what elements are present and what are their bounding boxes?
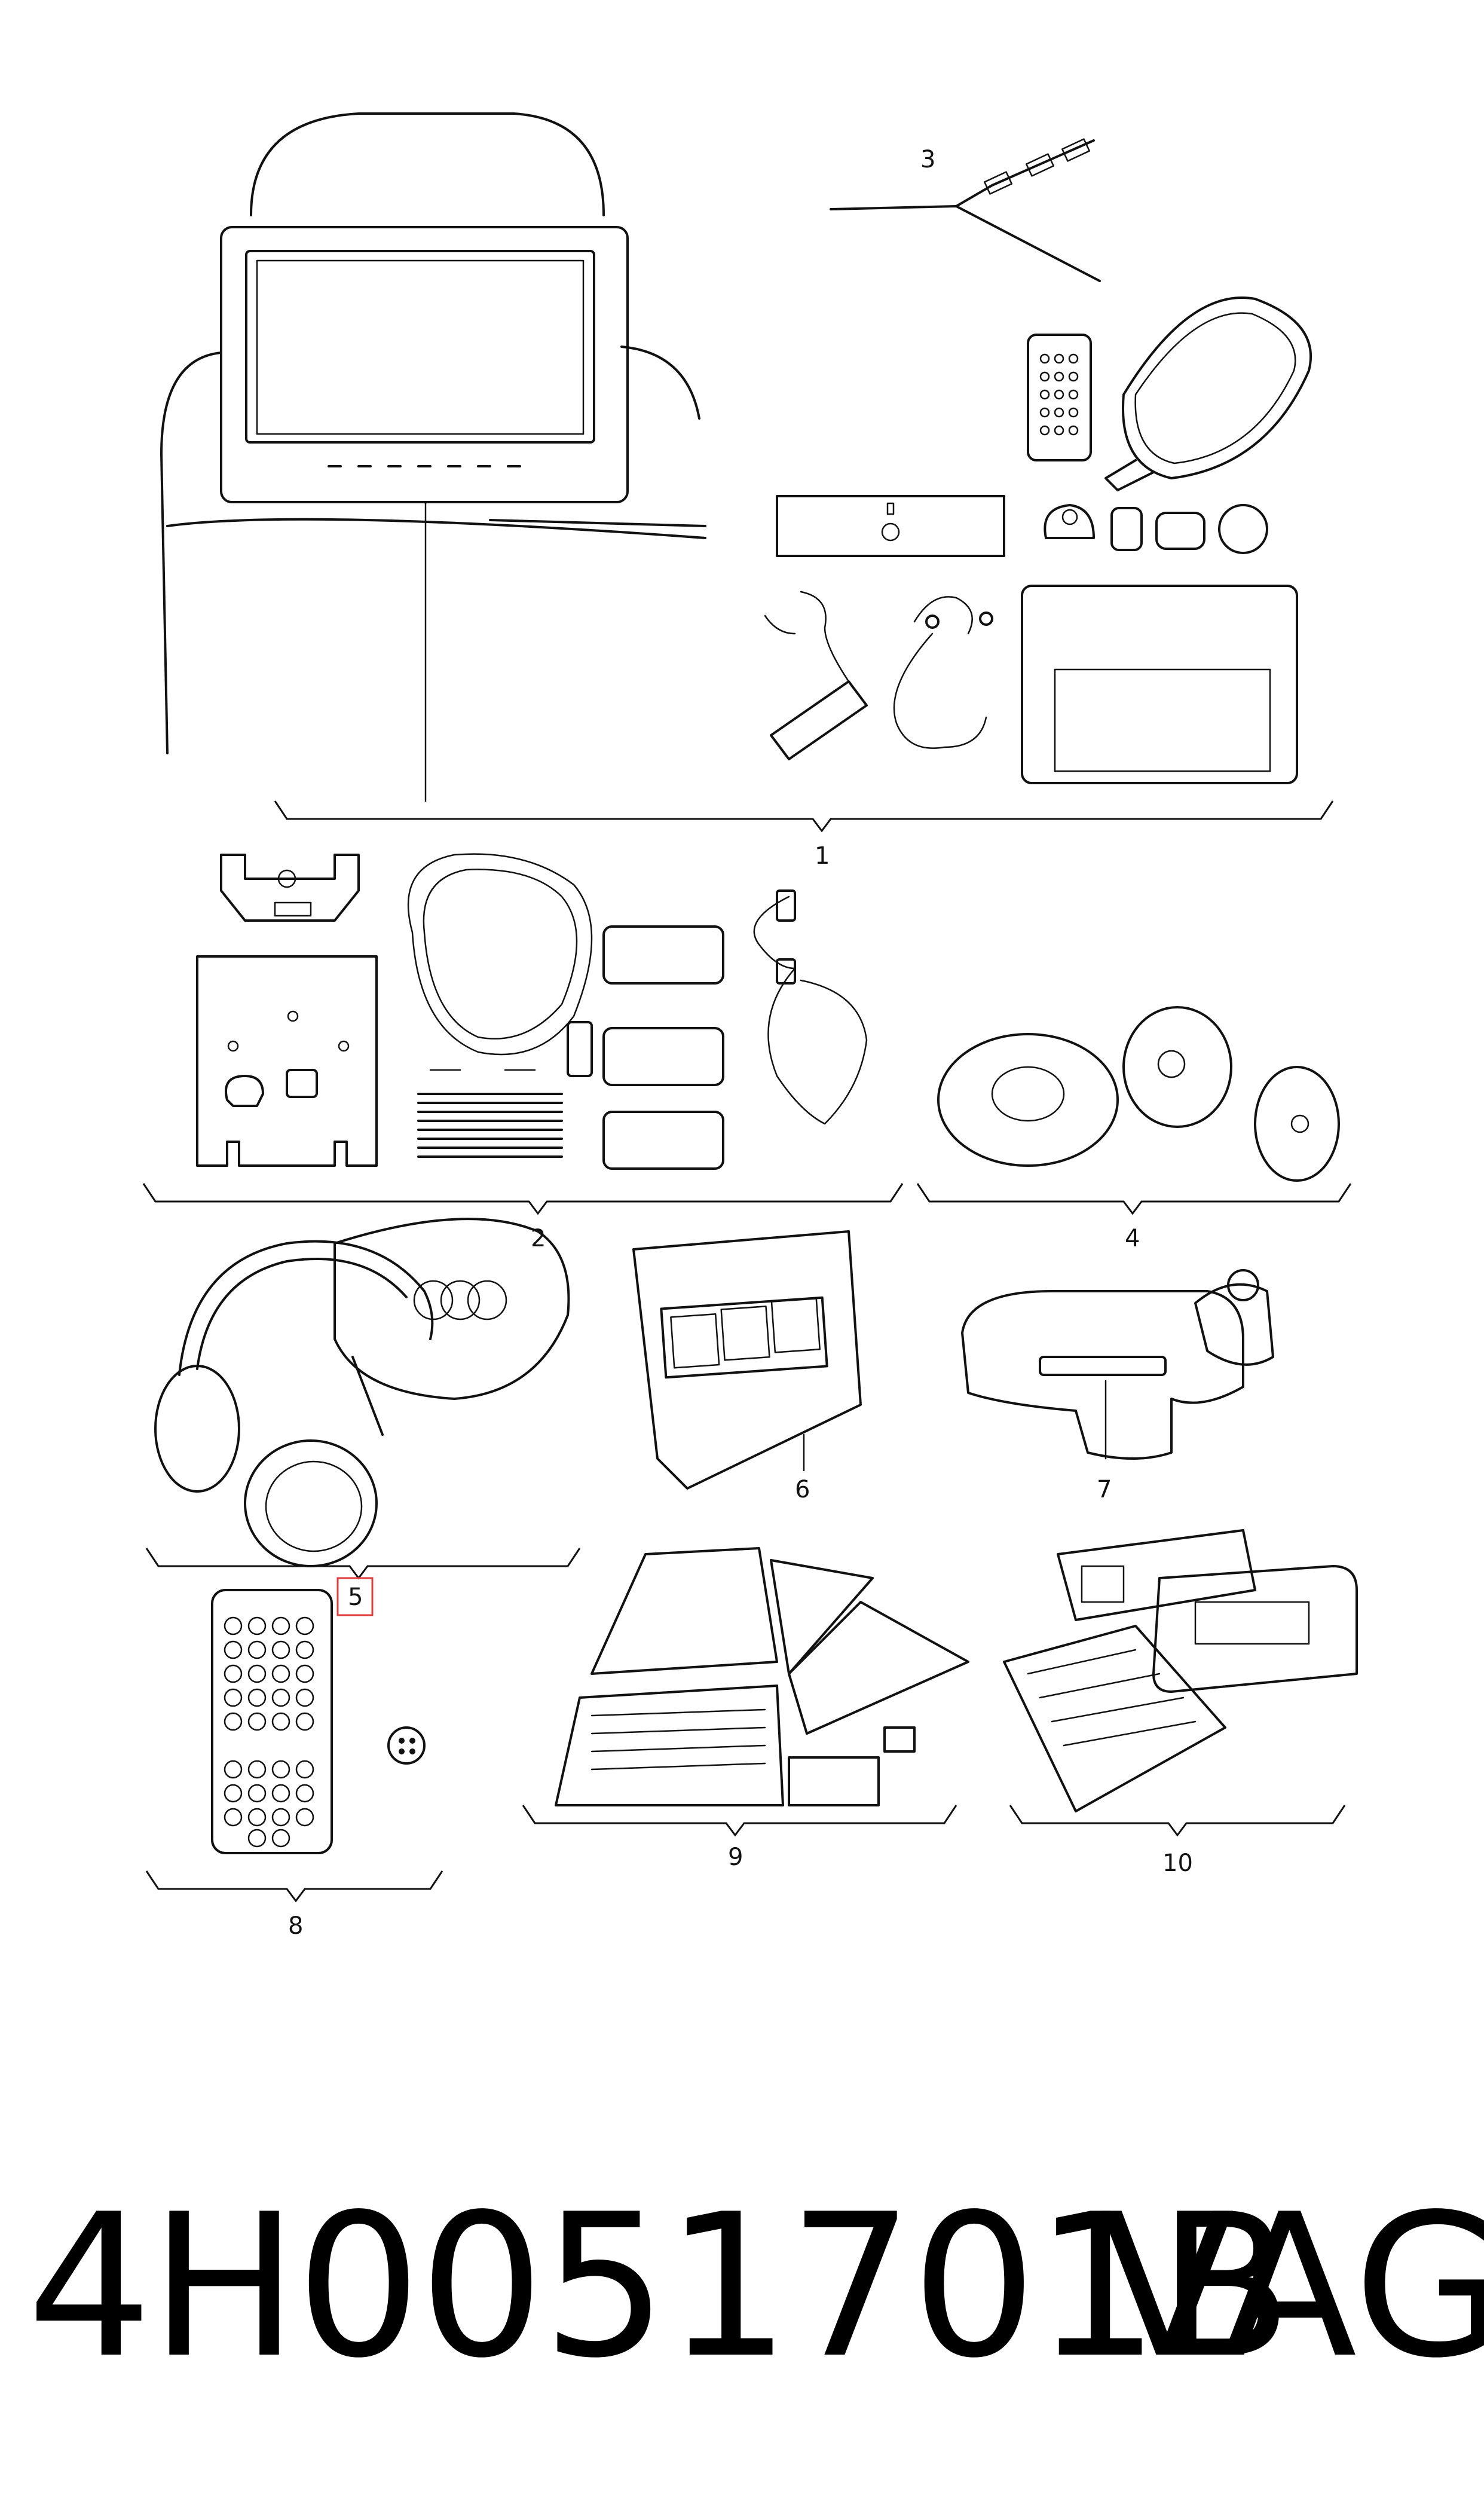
callout-8: 8: [288, 1912, 303, 1940]
y-cable: [830, 138, 1101, 282]
callout-2: 2: [531, 1225, 546, 1252]
cable-ties: [417, 1093, 563, 1158]
callout-10: 10: [1162, 1849, 1193, 1877]
power-supply: [764, 591, 868, 760]
documents: [555, 1547, 969, 1806]
mini-remote: [1027, 334, 1092, 461]
part-number: 4H0051701B: [27, 2172, 1293, 2401]
storage-bag: [1021, 585, 1298, 784]
remote-control: [211, 1589, 426, 1854]
tray: [632, 1230, 862, 1490]
callout-labels: 1 2 3 4 5 6 7 8 9 10: [288, 146, 1193, 1940]
cover-caps: [937, 1006, 1340, 1182]
headphones: [154, 1218, 570, 1567]
callout-3: 3: [920, 146, 935, 173]
highlight-box: [336, 1577, 374, 1616]
group-braces: [142, 800, 1352, 1903]
adapters: [1044, 504, 1268, 554]
mount-bar: [776, 495, 1005, 557]
control-unit: [961, 1269, 1274, 1460]
callout-6: 6: [795, 1476, 810, 1503]
headrest-monitor: [160, 112, 706, 802]
earphones: [893, 596, 993, 749]
brand-label: VAG: [1100, 2172, 1484, 2401]
callout-1: 1: [815, 842, 830, 870]
callout-5[interactable]: 5: [348, 1583, 363, 1611]
brand-rings: [413, 1280, 507, 1320]
packaging: [1003, 1529, 1358, 1812]
remote-pouch: [1104, 296, 1312, 491]
callout-9: 9: [728, 1844, 743, 1871]
mounting-kit: [196, 853, 868, 1170]
callout-7: 7: [1097, 1476, 1112, 1503]
callout-4: 4: [1125, 1225, 1140, 1252]
parts-diagram: 1 2 3 4 5 6 7 8 9 10: [142, 112, 1358, 1940]
